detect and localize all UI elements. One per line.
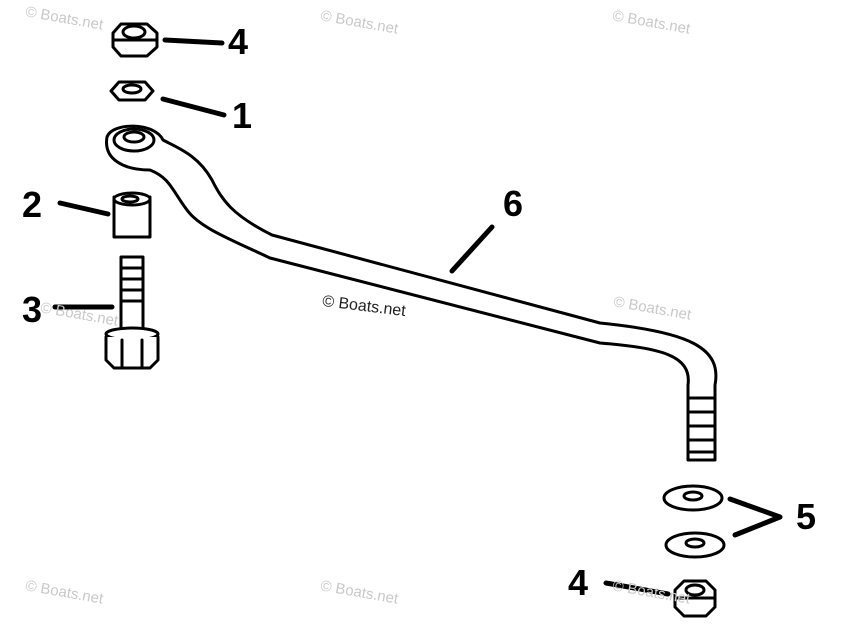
bushing-icon [112,191,152,239]
callout-bushing: 2 [22,184,43,225]
callout-nut-top: 4 [228,21,249,62]
link-rod-icon [105,124,718,462]
hex-nut-icon [111,22,159,58]
callout-washer-top: 1 [232,95,253,136]
callout-link-rod: 6 [503,183,524,224]
hex-nut-icon [673,579,717,618]
callout-nut-bottom: 4 [568,562,589,603]
leader-lines [52,37,783,597]
washer-icon [662,484,724,512]
callout-washers-bottom: 5 [796,496,817,537]
washer-icon [664,531,726,559]
bolt-icon [104,255,160,370]
callout-bolt: 3 [22,289,43,330]
washer-icon [109,80,155,102]
